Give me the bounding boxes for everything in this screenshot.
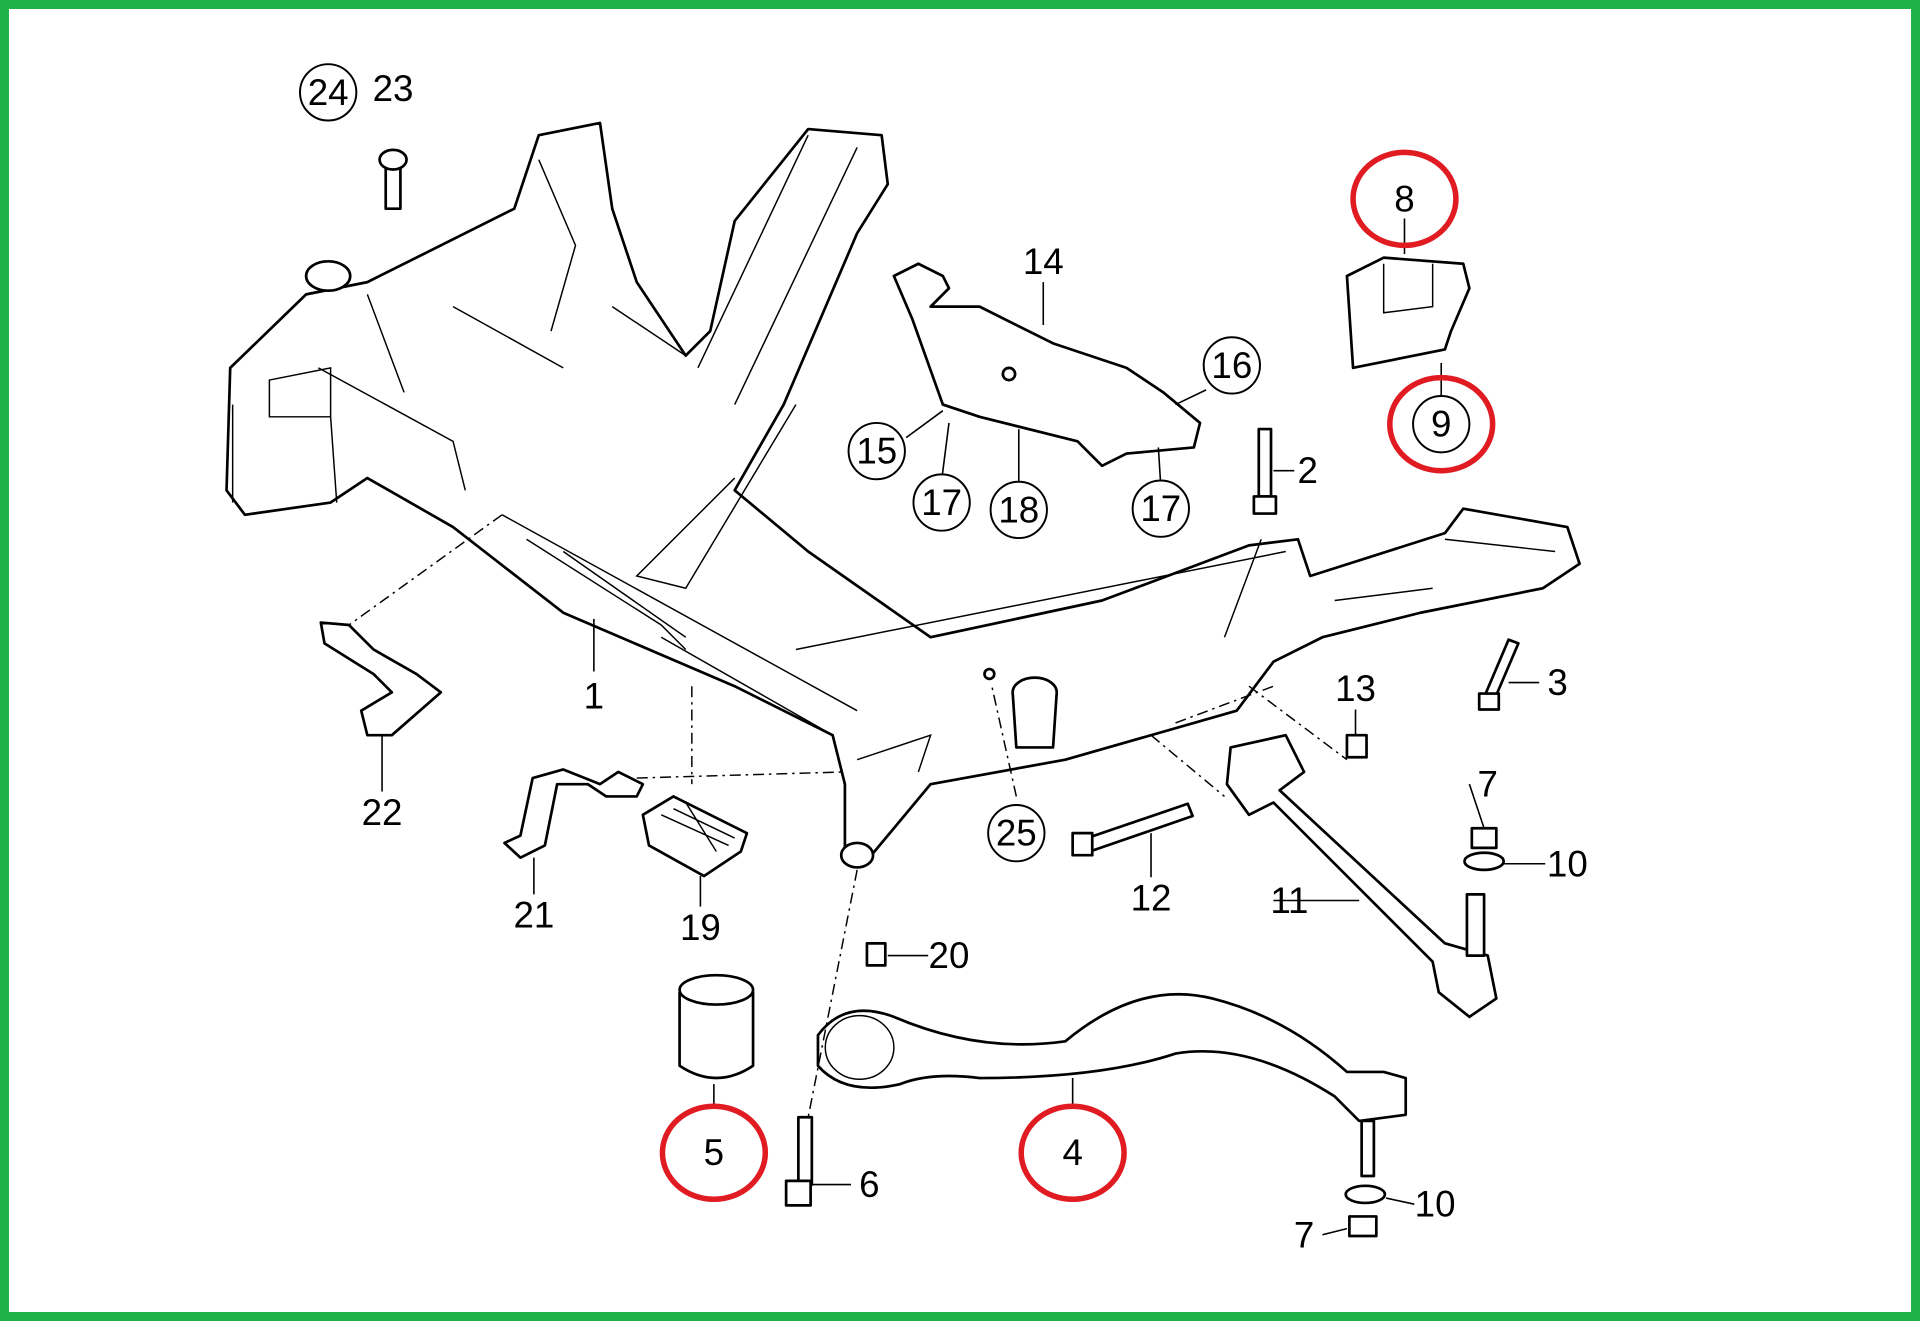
part-number: 18	[998, 489, 1039, 530]
callout-15: 15	[847, 421, 906, 481]
part-number: 1	[584, 676, 604, 717]
callout-7b: 7	[1294, 1214, 1314, 1255]
highlight-ring	[1018, 1103, 1127, 1203]
part-number: 17	[921, 482, 962, 523]
callout-11: 11	[1270, 880, 1308, 921]
subframe-1	[225, 121, 1581, 869]
part-number: 6	[859, 1164, 879, 1205]
callout-20: 20	[929, 935, 970, 976]
callout-4: 4	[1018, 1103, 1127, 1203]
callout-circle	[989, 480, 1048, 540]
callout-circle	[847, 421, 906, 481]
callout-7a: 7	[1478, 764, 1498, 805]
callout-12: 12	[1131, 878, 1172, 919]
bolts	[378, 148, 1520, 1207]
callout-9: 9	[1387, 374, 1496, 474]
part-number: 4	[1062, 1132, 1082, 1173]
part-number: 15	[856, 431, 897, 472]
callout-17a: 17	[912, 473, 971, 532]
part-number: 5	[704, 1132, 724, 1173]
callout-19: 19	[680, 907, 721, 948]
callout-circle	[299, 63, 358, 122]
bracket-21	[503, 768, 645, 859]
callout-1: 1	[584, 676, 604, 717]
callout-circle	[987, 804, 1046, 863]
part-number: 17	[1140, 488, 1181, 529]
callout-18: 18	[989, 480, 1048, 540]
bushing-5	[678, 973, 755, 1080]
callout-21: 21	[513, 895, 554, 936]
callout-14: 14	[1023, 241, 1064, 282]
callout-22: 22	[362, 792, 403, 833]
callout-circle	[1131, 479, 1190, 538]
highlight-ring	[1350, 149, 1459, 249]
callout-23: 23	[373, 68, 414, 109]
part-number: 22	[362, 792, 403, 833]
callout-circle	[912, 473, 971, 532]
callout-circle	[1202, 336, 1261, 395]
part-number: 25	[996, 813, 1037, 854]
callout-5: 5	[659, 1103, 769, 1203]
part-number: 2	[1298, 450, 1318, 491]
callout-8: 8	[1350, 149, 1459, 249]
bracket-22	[319, 621, 443, 737]
callout-3: 3	[1547, 662, 1567, 703]
part-number: 20	[929, 935, 970, 976]
callout-24: 24	[299, 63, 358, 122]
part-number: 13	[1335, 668, 1376, 709]
part-number: 14	[1023, 241, 1064, 282]
part-number: 21	[513, 895, 554, 936]
part-number: 10	[1547, 843, 1588, 884]
control-arm-4	[816, 992, 1408, 1123]
callout-10a: 10	[1547, 843, 1588, 884]
part-number: 24	[308, 72, 349, 113]
control-arm-11	[1225, 733, 1498, 1019]
callout-25: 25	[987, 804, 1046, 863]
pad-19	[641, 795, 749, 878]
part-number: 10	[1415, 1184, 1456, 1225]
part-number: 3	[1547, 662, 1567, 703]
part-number: 23	[373, 68, 414, 109]
highlight-ring	[1387, 374, 1496, 474]
part-number: 8	[1394, 178, 1414, 219]
leader-lines	[348, 218, 1546, 1236]
part-number: 12	[1131, 878, 1172, 919]
part-number: 7	[1294, 1214, 1314, 1255]
callout-6: 6	[859, 1164, 879, 1205]
part-number: 7	[1478, 764, 1498, 805]
callout-16: 16	[1202, 336, 1261, 395]
part-number: 16	[1211, 345, 1252, 386]
part-number: 11	[1270, 880, 1308, 921]
callout-2: 2	[1298, 450, 1318, 491]
highlight-ring	[659, 1103, 769, 1203]
mount-8	[1345, 256, 1471, 370]
shield-14	[892, 262, 1202, 468]
callout-17b: 17	[1131, 479, 1190, 538]
part-number: 19	[680, 907, 721, 948]
part-number: 9	[1431, 404, 1451, 445]
callout-circle	[1412, 395, 1471, 454]
callout-13: 13	[1335, 668, 1376, 709]
callout-10b: 10	[1415, 1184, 1456, 1225]
